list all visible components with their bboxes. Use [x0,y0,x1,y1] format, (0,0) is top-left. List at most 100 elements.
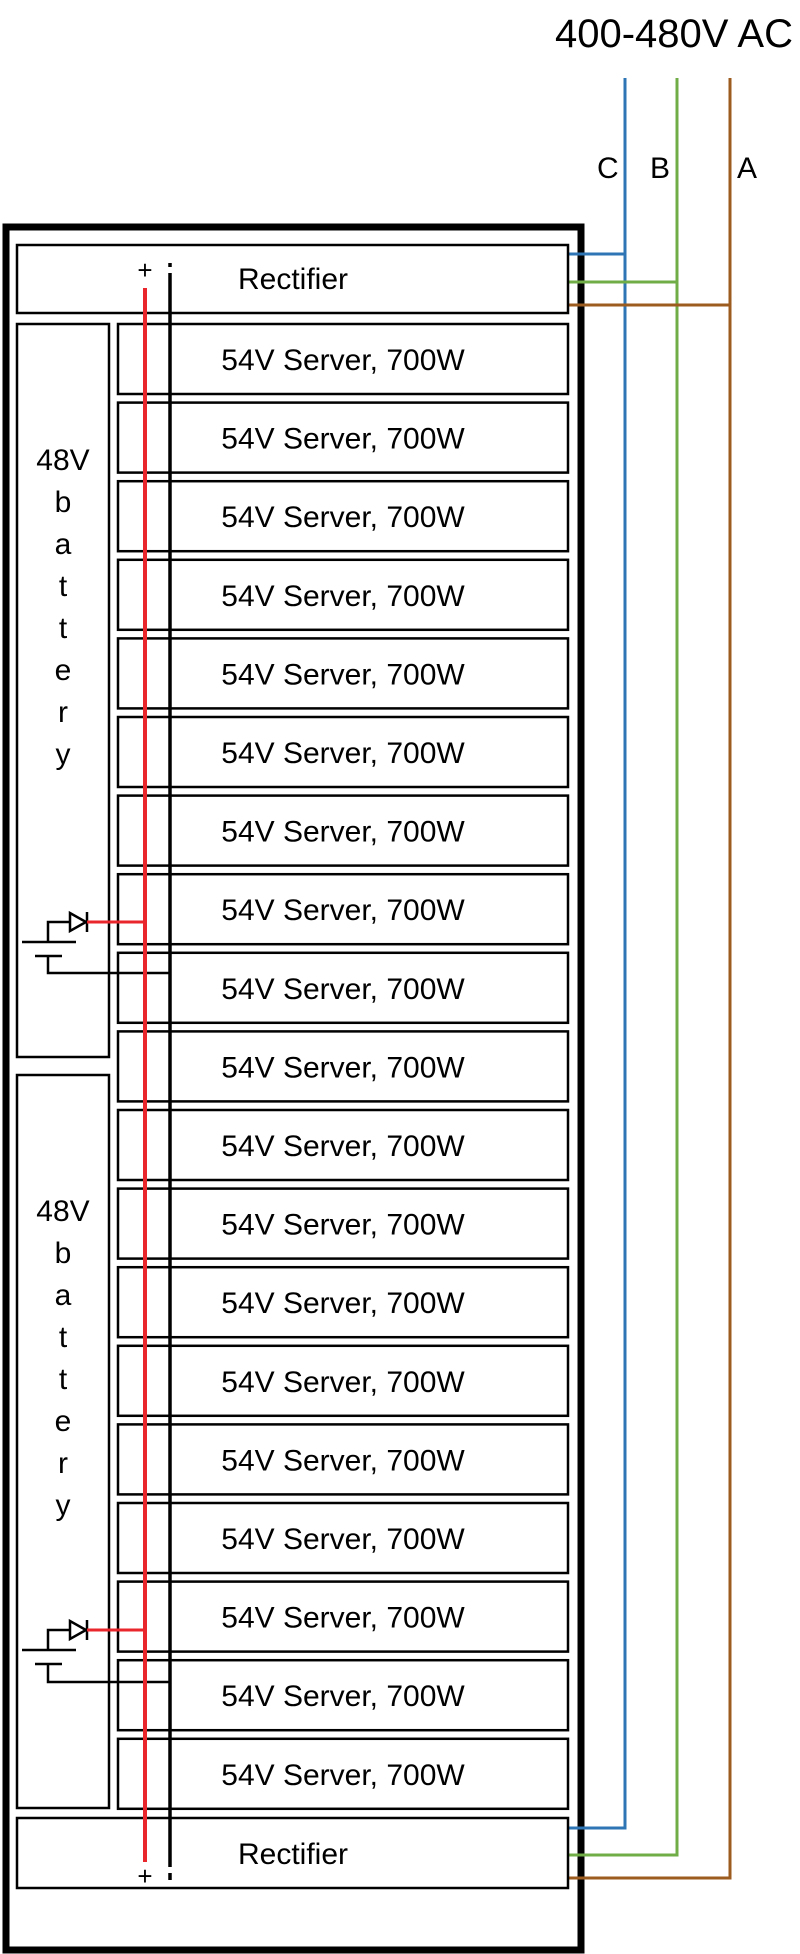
battery-label-line: t [59,612,68,645]
server-label: 54V Server, 700W [221,973,465,1006]
battery-label-line: a [55,528,72,561]
server-unit: 54V Server, 700W [116,1344,570,1418]
server-unit: 54V Server, 700W [116,1737,570,1811]
server-unit: 54V Server, 700W [116,951,570,1025]
battery-label-line: e [55,1405,72,1438]
rectifier-bottom: Rectifier + [15,1816,570,1891]
server-box [116,1501,570,1575]
server-stack: 54V Server, 700W 54V Server, 700W 54V Serv… [116,322,570,1811]
dc-bus [143,261,173,1881]
server-box [116,558,570,632]
rack-enclosure [2,223,585,1954]
phase-a-line-bottom [568,305,732,1880]
server-unit: 54V Server, 700W [116,1187,570,1260]
server-box [116,1187,570,1260]
battery-label-line: y [56,738,71,771]
server-label: 54V Server, 700W [221,1209,465,1242]
battery-label-line: t [59,1363,68,1396]
server-box [116,715,570,789]
battery-negative-wire [46,1664,170,1684]
battery-label-line: b [55,1237,72,1270]
battery-bottom-box [15,1073,111,1810]
rectifier-top-box [15,243,570,315]
server-box [116,872,570,946]
battery-label-line: 48V [36,1195,89,1228]
battery-label-line: a [55,1279,72,1312]
server-label: 54V Server, 700W [221,1602,465,1635]
supply-voltage-label: 400-480V AC [555,12,793,56]
rectifier-bottom-label: Rectifier [238,1838,348,1871]
server-box [116,1658,570,1732]
battery-label-line: y [56,1489,71,1522]
server-box [116,951,570,1025]
server-box [116,1344,570,1418]
server-label: 54V Server, 700W [221,1680,465,1713]
server-label: 54V Server, 700W [221,658,465,691]
battery-label-line: t [59,570,68,603]
battery-diode-circuit [22,910,170,975]
phase-a-line-top [568,78,732,307]
phase-c-label: C [597,152,619,185]
server-unit: 54V Server, 700W [116,1580,570,1653]
server-label: 54V Server, 700W [221,1523,465,1556]
server-label: 54V Server, 700W [221,423,465,456]
three-phase-feed [568,78,732,1880]
server-label: 54V Server, 700W [221,1130,465,1163]
battery-diode-circuit [22,1618,170,1684]
rectifier-bottom-plus: + [137,1861,152,1891]
server-box [116,1423,570,1496]
server-unit: 54V Server, 700W [116,637,570,710]
phase-b-line-bottom [568,282,679,1857]
rectifier-bottom-box [15,1816,570,1890]
server-box [116,1265,570,1339]
server-label: 54V Server, 700W [221,1366,465,1399]
server-unit: 54V Server, 700W [116,1658,570,1732]
phase-a-label: A [737,152,757,185]
server-unit: 54V Server, 700W [116,715,570,789]
server-label: 54V Server, 700W [221,1759,465,1792]
phase-c-line-bottom [568,254,627,1830]
server-box [116,794,570,867]
server-label: 54V Server, 700W [221,580,465,613]
server-unit: 54V Server, 700W [116,872,570,946]
server-box [116,1737,570,1811]
server-label: 54V Server, 700W [221,344,465,377]
server-unit: 54V Server, 700W [116,322,570,396]
server-unit: 54V Server, 700W [116,1423,570,1496]
battery-label-line: r [58,1447,68,1480]
server-box [116,1030,570,1103]
battery-label-line: t [59,1321,68,1354]
battery-label-line: r [58,696,68,729]
server-label: 54V Server, 700W [221,501,465,534]
server-unit: 54V Server, 700W [116,401,570,474]
server-unit: 54V Server, 700W [116,1265,570,1339]
server-label: 54V Server, 700W [221,737,465,770]
battery-circuits [22,910,170,1684]
server-box [116,401,570,474]
server-box [116,1108,570,1182]
server-box [116,1580,570,1653]
server-box [116,479,570,553]
server-label: 54V Server, 700W [221,816,465,849]
server-label: 54V Server, 700W [221,1444,465,1477]
battery-negative-wire [46,956,170,975]
server-box [116,637,570,710]
server-label: 54V Server, 700W [221,1287,465,1320]
server-label: 54V Server, 700W [221,1051,465,1084]
server-unit: 54V Server, 700W [116,1108,570,1182]
server-unit: 54V Server, 700W [116,558,570,632]
server-unit: 54V Server, 700W [116,479,570,553]
battery-label-line: e [55,654,72,687]
rectifier-top-plus: + [137,255,152,285]
battery-label-line: b [55,486,72,519]
server-box [116,322,570,396]
battery-top-box [15,322,111,1059]
server-label: 54V Server, 700W [221,894,465,927]
battery-label-line: 48V [36,444,89,477]
server-unit: 54V Server, 700W [116,1030,570,1103]
phase-b-label: B [650,152,670,185]
